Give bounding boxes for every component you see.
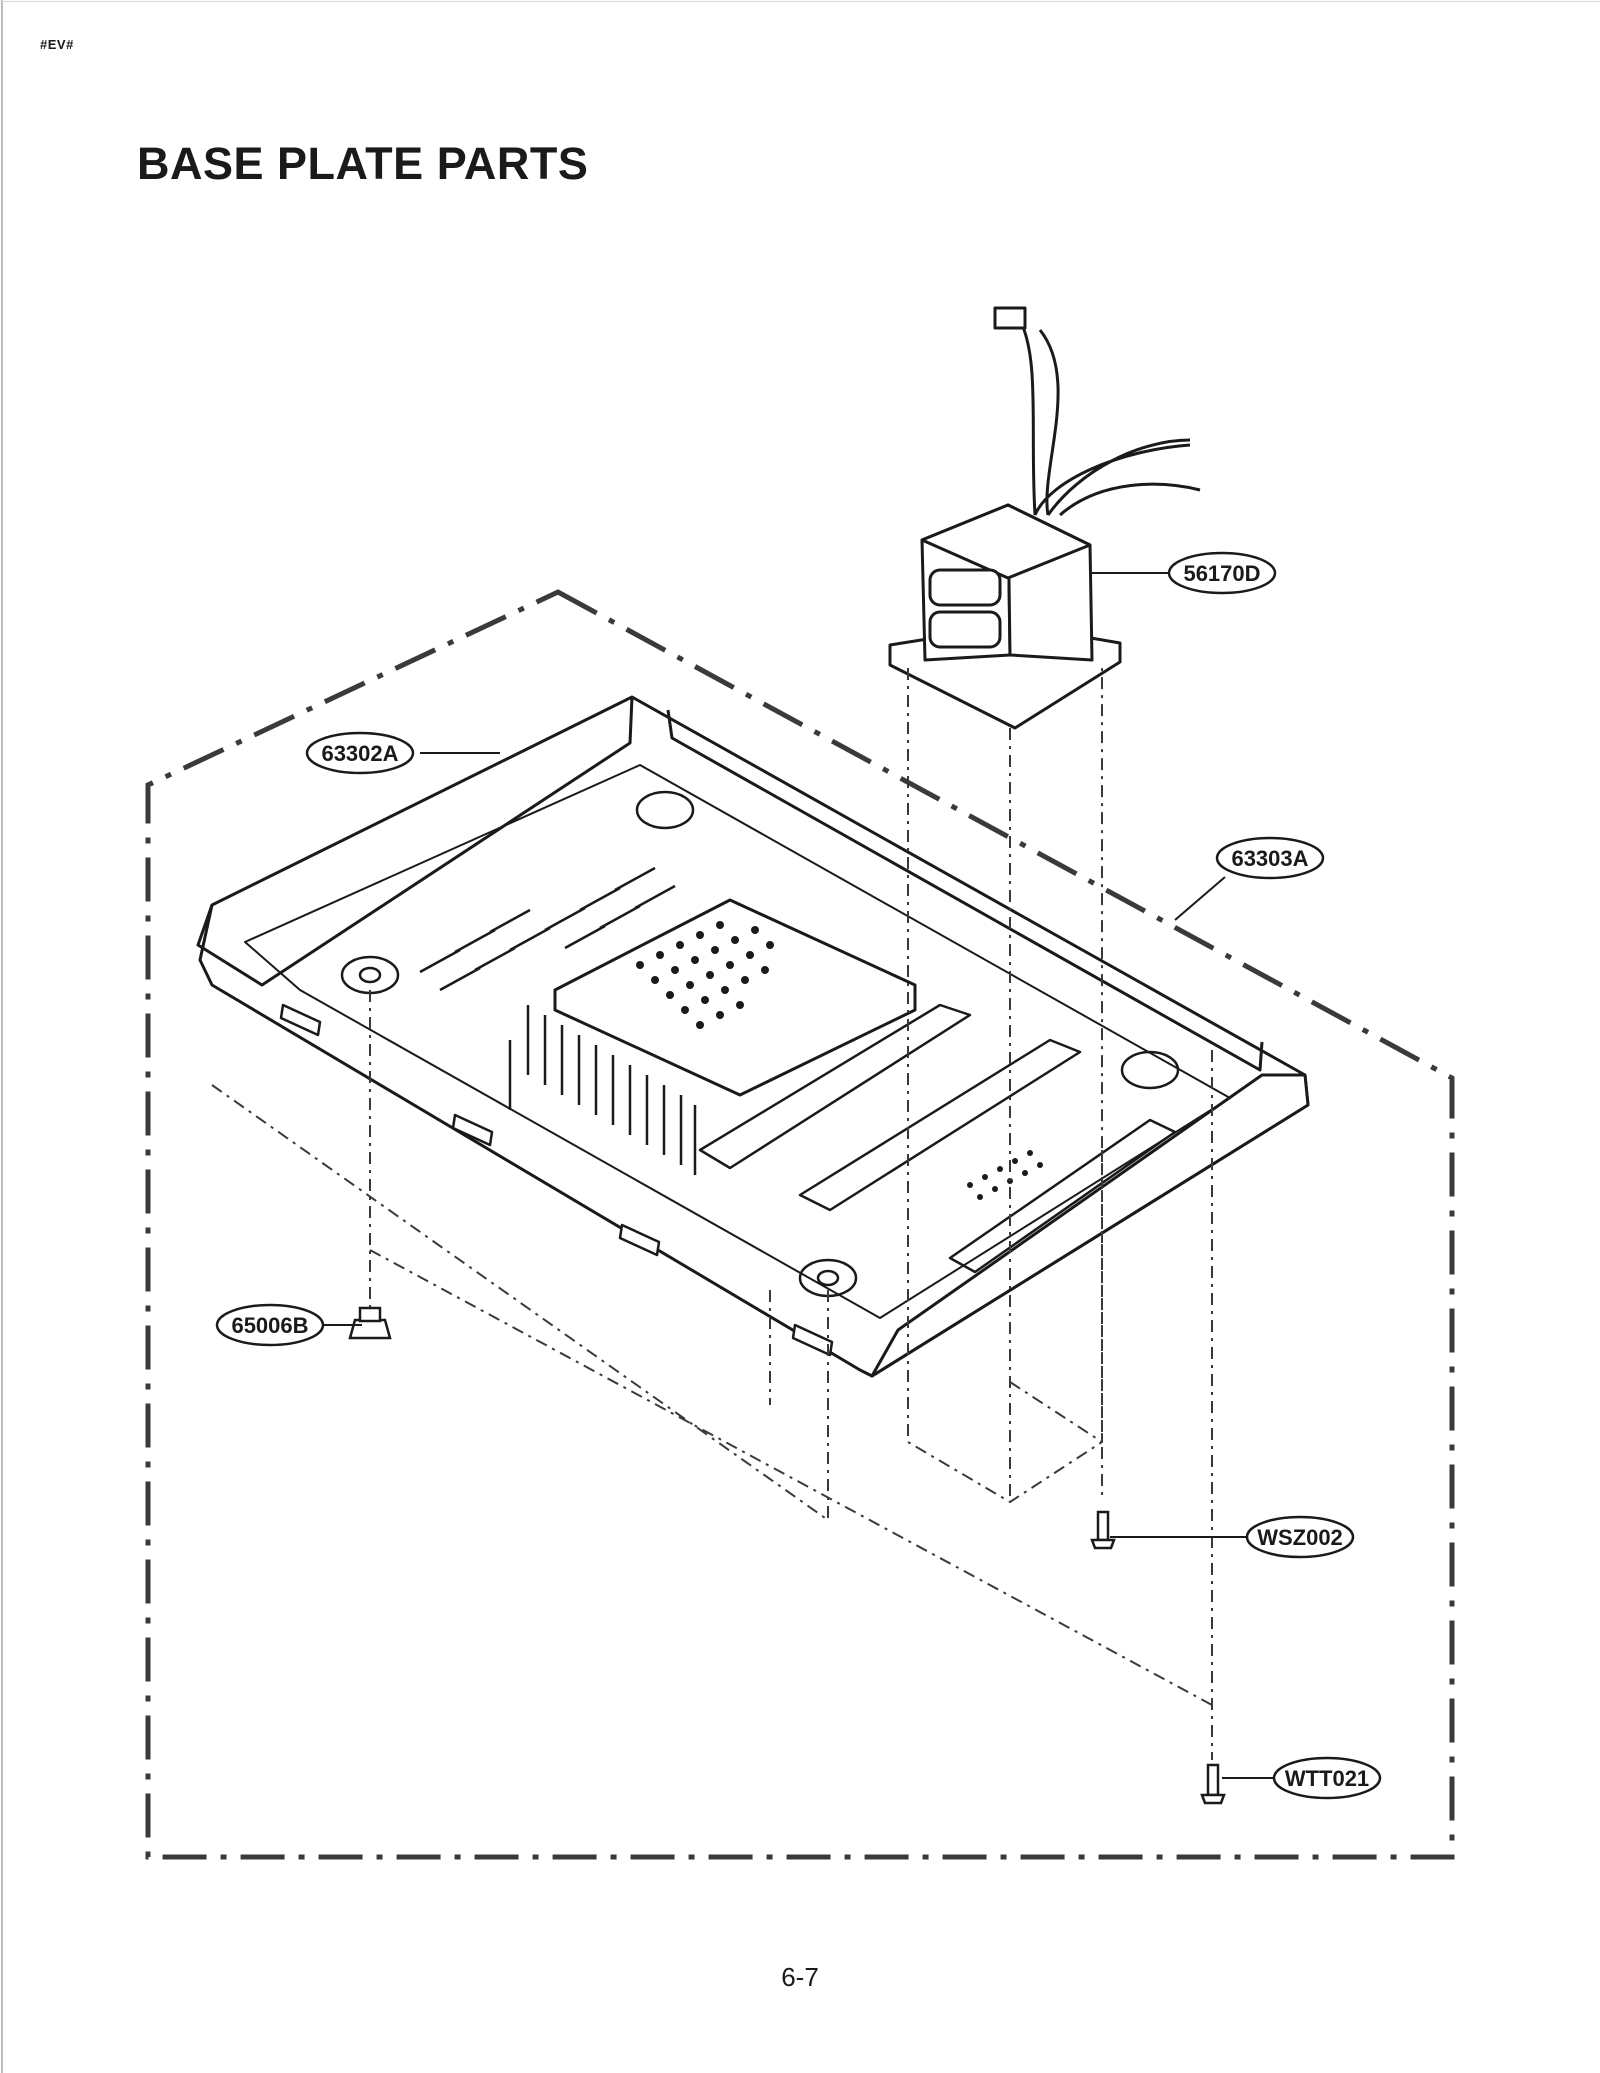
transformer-coil-lower bbox=[928, 610, 1002, 649]
page-title: BASE PLATE PARTS bbox=[137, 138, 589, 189]
callout-leaders bbox=[320, 572, 1276, 1779]
page-edge-top bbox=[0, 1, 1600, 2]
stirrer-cover bbox=[553, 898, 917, 1097]
callout-WTT021: WTT021 bbox=[1272, 1756, 1382, 1800]
transformer-drawing bbox=[888, 306, 1201, 730]
document-code: #EV# bbox=[40, 37, 74, 52]
base-plate-rear-flange bbox=[666, 709, 1264, 1072]
callout-label: 65006B bbox=[231, 1313, 308, 1338]
channel-rib-2 bbox=[798, 1038, 1082, 1212]
assembly-boundary bbox=[145, 589, 1455, 1860]
vent-slots-left bbox=[419, 866, 676, 992]
base-plate-left-flange bbox=[196, 696, 634, 987]
screw-WSZ002 bbox=[1090, 1510, 1116, 1550]
callout-56170D: 56170D bbox=[1167, 551, 1277, 595]
vent-slots-center bbox=[508, 1005, 697, 1175]
callout-label: WTT021 bbox=[1285, 1766, 1369, 1791]
callout-WSZ002: WSZ002 bbox=[1245, 1515, 1355, 1559]
channel-rib-1 bbox=[698, 1003, 972, 1170]
base-plate-drawing bbox=[196, 695, 1310, 1378]
page-edge bbox=[1, 0, 3, 2073]
stirrer-perforations bbox=[636, 921, 774, 1029]
callout-63302A: 63302A bbox=[305, 731, 415, 775]
callout-label: 63303A bbox=[1231, 846, 1308, 871]
channel-rib-3 bbox=[948, 1118, 1177, 1274]
alignment-guides bbox=[211, 668, 1213, 1760]
page-number: 6-7 bbox=[781, 1962, 819, 1992]
callout-63303A: 63303A bbox=[1215, 836, 1325, 880]
screw-WTT021 bbox=[1200, 1763, 1226, 1805]
foot-65006B bbox=[348, 1306, 392, 1340]
callout-65006B: 65006B bbox=[215, 1303, 325, 1347]
callout-label: 56170D bbox=[1183, 561, 1260, 586]
transformer-wires bbox=[1018, 319, 1201, 517]
fastener-drawings bbox=[348, 1306, 1226, 1805]
base-plate-inner-rim bbox=[244, 764, 1231, 1319]
base-plate-front-flange bbox=[870, 1073, 1310, 1378]
callout-label: WSZ002 bbox=[1257, 1525, 1343, 1550]
edge-tabs bbox=[279, 1003, 834, 1357]
transformer-connector bbox=[993, 306, 1027, 330]
vent-dots-right bbox=[967, 1150, 1043, 1200]
callout-label: 63302A bbox=[321, 741, 398, 766]
transformer-coil-upper bbox=[928, 568, 1002, 607]
transformer-core-top bbox=[920, 503, 1092, 580]
